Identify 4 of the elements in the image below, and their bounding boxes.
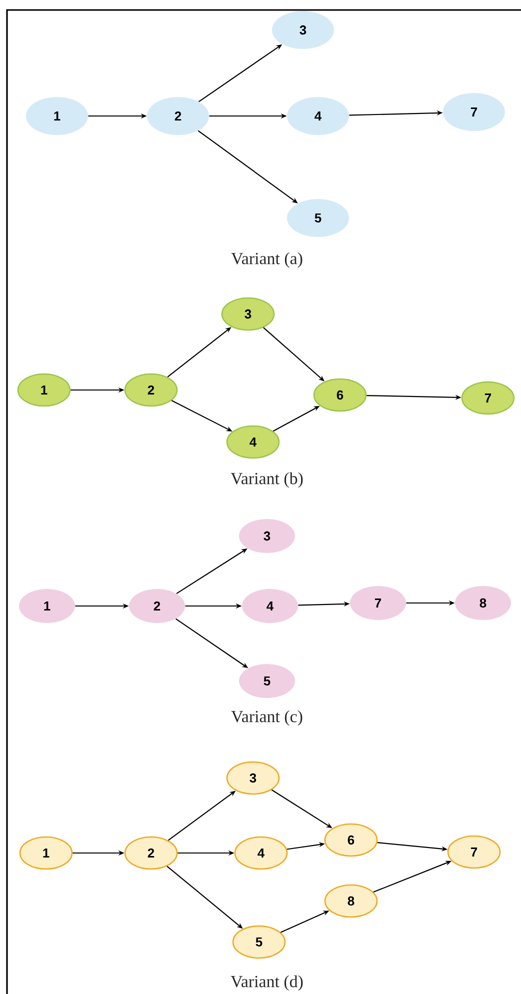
variant-caption: Variant (b) [230, 472, 303, 488]
variant-caption: Variant (d) [230, 975, 303, 991]
variant-caption: Variant (c) [231, 710, 302, 726]
variant-caption: Variant (a) [231, 252, 302, 268]
